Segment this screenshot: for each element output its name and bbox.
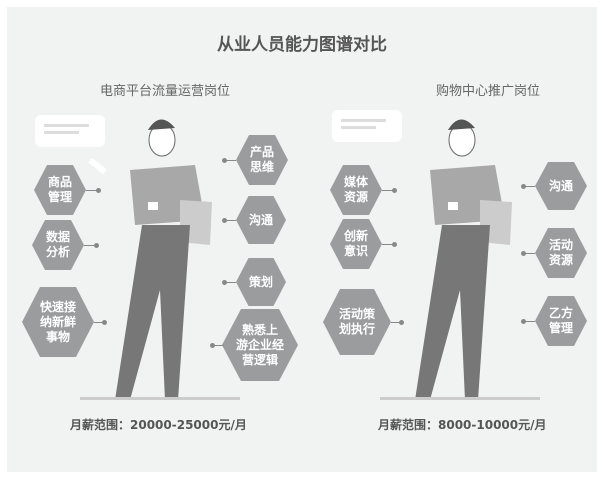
skill-hex: 乙方 管理 <box>535 296 587 346</box>
skill-hex: 活动策 划执行 <box>323 289 391 355</box>
right-person-illustration <box>332 110 540 400</box>
page-title: 从业人员能力图谱对比 <box>217 35 387 55</box>
left-salary: 月薪范围：20000-25000元/月 <box>70 418 247 432</box>
skill-hex: 活动 资源 <box>535 228 587 278</box>
skill-hex: 熟悉上 游企业经 营逻辑 <box>222 309 298 381</box>
left-heading: 电商平台流量运营岗位 <box>99 84 230 99</box>
right-heading: 购物中心推广岗位 <box>435 84 540 99</box>
skill-hex: 沟通 <box>535 162 587 210</box>
right-salary: 月薪范围：8000-10000元/月 <box>378 418 547 432</box>
left-person-illustration <box>35 115 240 400</box>
